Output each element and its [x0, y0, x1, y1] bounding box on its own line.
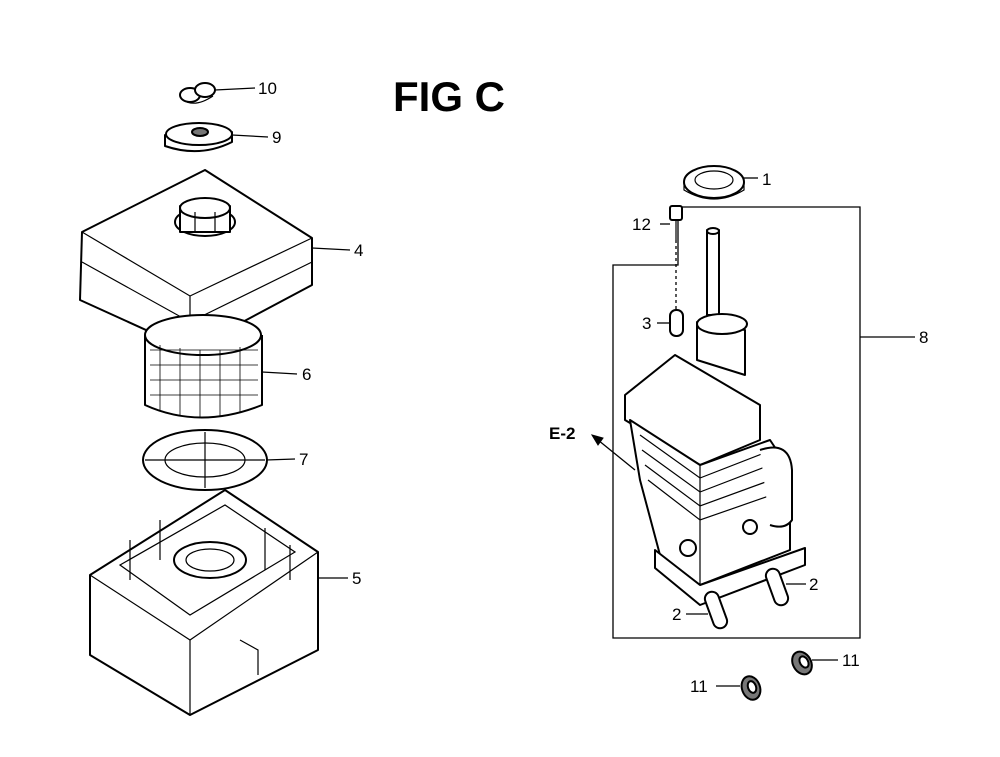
callout-12: 12 [632, 215, 651, 234]
callout-11-right: 11 [842, 651, 860, 670]
callout-1: 1 [762, 170, 771, 189]
part-2-pins [703, 567, 790, 630]
callout-2-lower: 2 [672, 605, 681, 624]
part-7-gasket [142, 429, 268, 491]
callout-10: 10 [258, 79, 277, 98]
part-5-base [89, 489, 319, 716]
assembly-8-bracket [612, 206, 861, 639]
callout-7: 7 [299, 450, 308, 469]
callout-e2: E-2 [549, 424, 575, 443]
callout-3: 3 [642, 314, 651, 333]
figure-title: FIG C [393, 73, 505, 120]
part-9-cap [164, 122, 233, 153]
part-11-nuts [740, 650, 813, 701]
callout-11-left: 11 [690, 677, 708, 696]
callout-9: 9 [272, 128, 281, 147]
callout-4: 4 [354, 241, 363, 260]
part-1-seal [683, 165, 745, 200]
part-3-dowel [669, 309, 684, 337]
leader-lines-left [214, 87, 351, 579]
callout-5: 5 [352, 569, 361, 588]
part-12-bolt [660, 205, 683, 240]
callout-8: 8 [919, 328, 928, 347]
callout-2-upper: 2 [809, 575, 818, 594]
part-10-clip [179, 82, 216, 104]
callout-6: 6 [302, 365, 311, 384]
reference-arrow [590, 434, 636, 471]
part-8-elbow-housing [624, 227, 806, 606]
part-6-foam-element [144, 314, 263, 419]
